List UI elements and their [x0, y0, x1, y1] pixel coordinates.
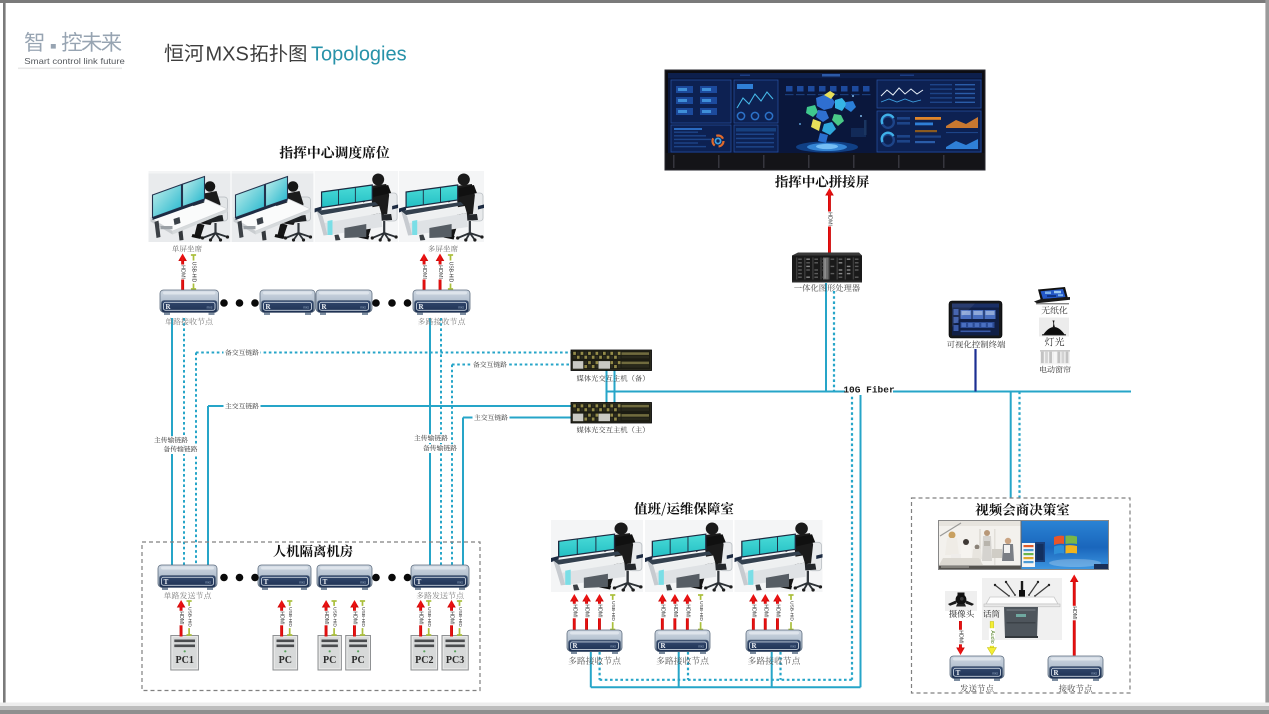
svg-text:USB-HID: USB-HID: [287, 607, 293, 627]
svg-text:HDMI: HDMI: [827, 212, 833, 226]
svg-text:Audio: Audio: [989, 630, 995, 643]
svg-text:HDMI: HDMI: [684, 604, 690, 617]
svg-text:T: T: [956, 669, 961, 677]
svg-text:HDMI: HDMI: [584, 604, 590, 617]
svg-text:USB-HID: USB-HID: [789, 601, 795, 621]
svg-text:HDMI: HDMI: [437, 265, 443, 279]
svg-text:HDMI: HDMI: [352, 611, 358, 624]
svg-text:mxs: mxs: [992, 671, 998, 675]
svg-text:HDMI: HDMI: [421, 265, 427, 279]
svg-text:R: R: [321, 303, 327, 311]
svg-text:USB-HID: USB-HID: [457, 607, 463, 627]
svg-text:USB-HID: USB-HID: [426, 607, 432, 627]
svg-text:HDMI: HDMI: [571, 604, 577, 617]
svg-text:R: R: [418, 303, 424, 311]
svg-text:mxs: mxs: [303, 305, 309, 309]
svg-text:mxs: mxs: [790, 645, 796, 649]
svg-text:HDMI: HDMI: [449, 611, 455, 624]
svg-text:R: R: [265, 303, 271, 311]
svg-text:T: T: [417, 578, 422, 586]
svg-text:HDMI: HDMI: [178, 611, 184, 624]
svg-text:R: R: [165, 303, 171, 311]
svg-text:HDMI: HDMI: [750, 604, 756, 617]
svg-text:mxs: mxs: [205, 580, 211, 584]
svg-text:HDMI: HDMI: [762, 604, 768, 617]
svg-text:USB-HID: USB-HID: [610, 601, 616, 621]
svg-text:HDMI: HDMI: [180, 265, 186, 279]
svg-text:HDMI: HDMI: [775, 604, 781, 617]
svg-text:T: T: [264, 578, 269, 586]
svg-text:mxs: mxs: [207, 305, 213, 309]
svg-text:USB-HID: USB-HID: [698, 601, 704, 621]
svg-text:USB-HID: USB-HID: [448, 262, 454, 283]
svg-text:USB-HID: USB-HID: [360, 607, 366, 627]
svg-text:USB-HID: USB-HID: [332, 607, 338, 627]
svg-text:HDMI: HDMI: [279, 611, 285, 624]
svg-text:HDMI: HDMI: [323, 611, 329, 624]
svg-text:HDMI: HDMI: [1071, 606, 1077, 619]
svg-text:mxs: mxs: [458, 305, 464, 309]
svg-text:10G Fiber: 10G Fiber: [843, 385, 895, 396]
svg-text:R: R: [572, 642, 578, 650]
svg-text:R: R: [751, 642, 757, 650]
svg-text:mxs: mxs: [1091, 671, 1097, 675]
svg-text:HDMI: HDMI: [418, 611, 424, 624]
svg-text:mxs: mxs: [457, 580, 463, 584]
svg-text:mxs: mxs: [610, 645, 616, 649]
svg-text:PC: PC: [351, 655, 364, 666]
svg-text:USB-HID: USB-HID: [187, 607, 193, 627]
svg-text:PC2: PC2: [415, 655, 433, 666]
svg-text:MXS: MXS: [206, 44, 249, 66]
svg-text:HDMI: HDMI: [672, 604, 678, 617]
svg-text:mxs: mxs: [360, 305, 366, 309]
svg-text:T: T: [323, 578, 328, 586]
svg-text:Smart control link future: Smart control link future: [24, 57, 125, 66]
svg-text:PC: PC: [279, 655, 292, 666]
svg-text:mxs: mxs: [360, 580, 366, 584]
svg-text:USB-HID: USB-HID: [191, 262, 197, 283]
svg-text:Topologies: Topologies: [311, 44, 407, 66]
svg-text:R: R: [660, 642, 666, 650]
svg-text:PC1: PC1: [176, 655, 194, 666]
svg-text:R: R: [1053, 669, 1059, 677]
svg-text:PC: PC: [323, 655, 336, 666]
svg-text:T: T: [164, 578, 169, 586]
svg-text:HDMI: HDMI: [958, 630, 964, 643]
svg-text:HDMI: HDMI: [659, 604, 665, 617]
svg-text:HDMI: HDMI: [597, 604, 603, 617]
svg-text:mxs: mxs: [299, 580, 305, 584]
svg-text:mxs: mxs: [698, 645, 704, 649]
svg-text:PC3: PC3: [446, 655, 464, 666]
